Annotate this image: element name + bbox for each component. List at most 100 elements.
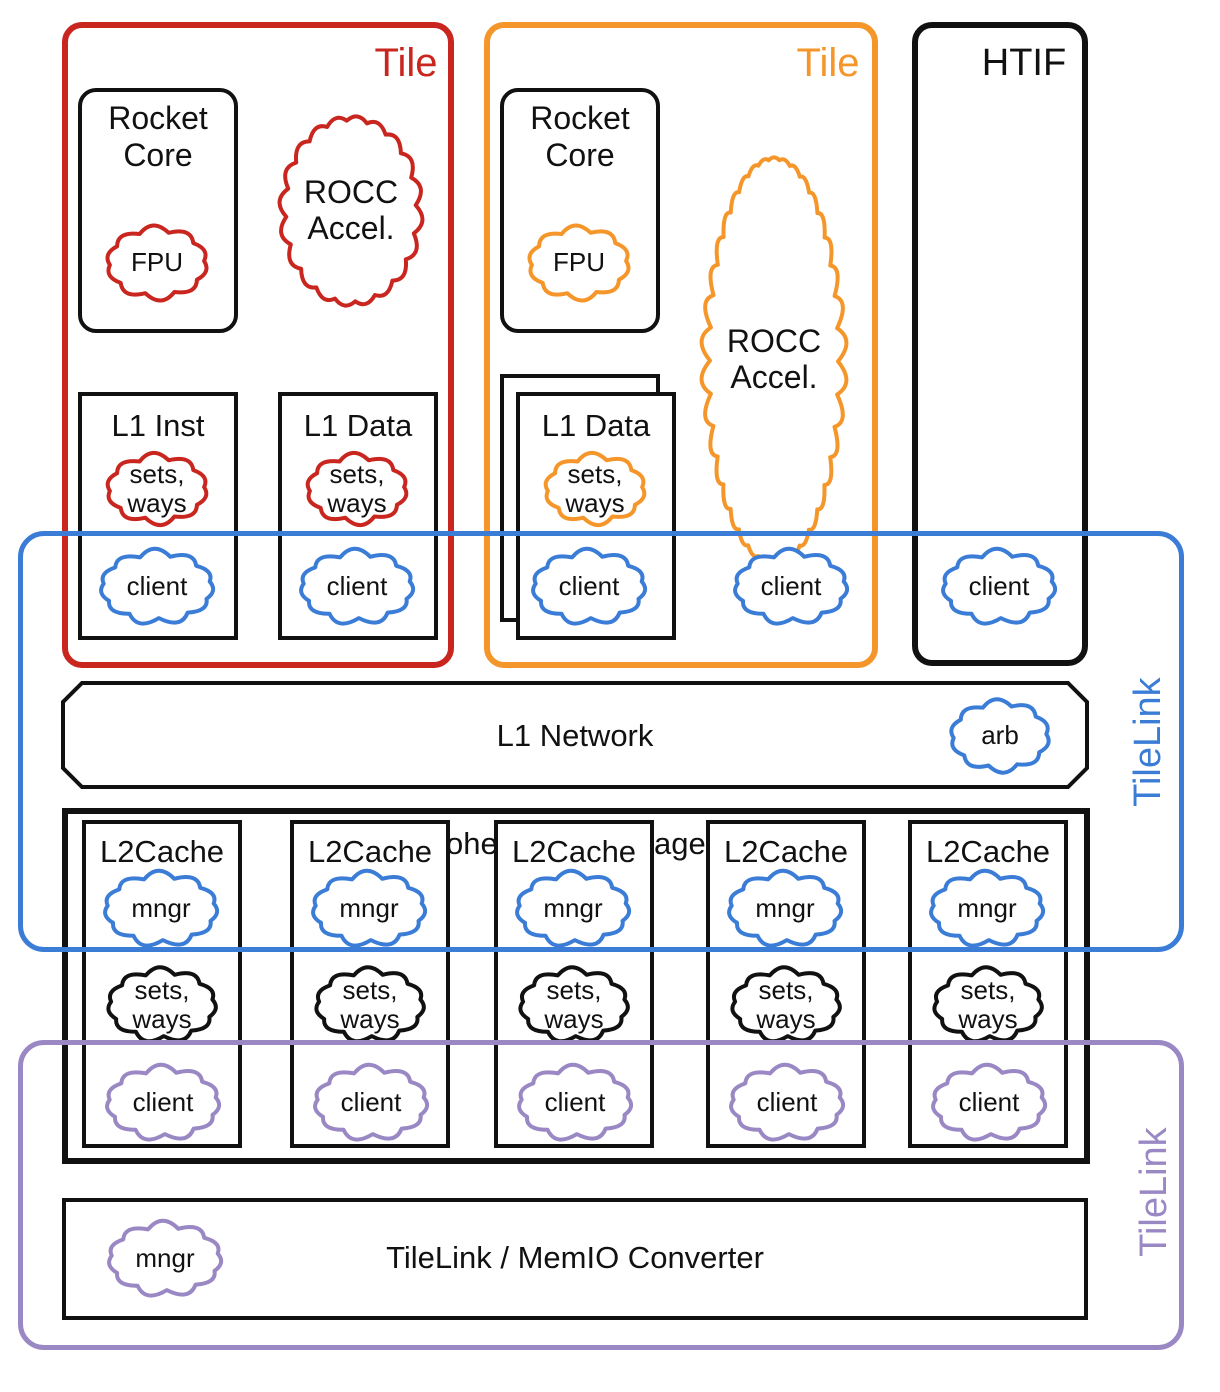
rocc-accel-red-cloud: ROCC Accel. (270, 92, 432, 330)
cloud-outline-path (527, 223, 631, 303)
cloud-outline (105, 450, 209, 528)
cloud-outline-path (727, 868, 844, 948)
cloud-outline (105, 223, 209, 303)
l2cache-bank-5-client-label: client (958, 1087, 1020, 1118)
l2cache-bank-2-client-label: client (340, 1087, 402, 1118)
rocc-accel-orange-label: ROCC Accel. (726, 323, 822, 395)
l2cache-bank-3-label: L2Cache (511, 834, 637, 869)
cloud-outline (277, 114, 425, 308)
cloud-outline-path (929, 868, 1046, 948)
cloud-outline (949, 697, 1051, 775)
l1-data-red-client-cloud: client (290, 546, 424, 628)
l2cache-bank-5-label: L2Cache (925, 834, 1051, 869)
l1-data-red-sets-ways-cloud: sets, ways (298, 450, 416, 528)
l2cache-bank-2-sets-ways-cloud: sets, ways (306, 964, 434, 1046)
cloud-outline-path (105, 450, 209, 528)
cloud-outline-path (729, 1062, 846, 1142)
l2cache-bank-2-sets-ways-label: sets, ways (340, 974, 400, 1034)
l1-data-orange-sets-ways-label: sets, ways (565, 458, 625, 518)
tilelink-upper-region (18, 531, 1184, 952)
l2cache-bank-5-sets-ways-cloud: sets, ways (924, 964, 1052, 1046)
rocket-core-orange (500, 88, 660, 333)
fpu-orange-cloud: FPU (520, 222, 638, 304)
tilelink-upper-label: TileLink (1127, 677, 1170, 807)
l2cache-bank-5-sets-ways-label: sets, ways (958, 974, 1018, 1034)
l2cache-bank-3-sets-ways-label: sets, ways (544, 974, 604, 1034)
rocket-core-orange-label: Rocket Core (530, 100, 630, 173)
l1-data-orange-label: L1 Data (541, 408, 651, 443)
converter-mngr-cloud: mngr (98, 1218, 232, 1300)
cloud-outline-path (949, 697, 1051, 775)
l1-data-red-sets-ways-label: sets, ways (327, 458, 387, 518)
l2cache-bank-3-client-label: client (544, 1087, 606, 1118)
l2cache-bank-5-mngr-label: mngr (957, 893, 1017, 924)
l1-data-red-client-label: client (326, 571, 388, 602)
rocc-accel-orange-cloud: ROCC Accel. (694, 96, 854, 626)
cloud-outline-path (733, 546, 850, 626)
rocc-orange-client-cloud: client (724, 546, 858, 628)
cloud-outline (515, 868, 632, 948)
htif-title: HTIF (981, 42, 1067, 84)
cloud-outline (941, 546, 1058, 626)
l1-data-red-box (278, 392, 438, 640)
htif-box (912, 22, 1088, 666)
l2cache-bank-3-mngr-label: mngr (543, 893, 603, 924)
cloud-outline (99, 546, 216, 626)
cloud-outline-path (531, 546, 648, 626)
cloud-outline-path (103, 868, 220, 948)
l2cache-bank-3-sets-ways-cloud: sets, ways (510, 964, 638, 1046)
cloud-outline (305, 450, 409, 528)
tile-red-title: Tile (374, 41, 438, 85)
l1-network-label: L1 Network (496, 718, 654, 753)
htif-client-label: client (968, 571, 1030, 602)
l1-inst-sets-ways-cloud: sets, ways (98, 450, 216, 528)
cloud-outline-path (107, 1218, 224, 1298)
l2cache-bank-1-mngr-label: mngr (131, 893, 191, 924)
tilelink-lower-region (18, 1040, 1184, 1350)
l2cache-bank-1-client-label: client (132, 1087, 194, 1118)
cloud-outline (727, 868, 844, 948)
l2cache-bank-4-sets-ways-cloud: sets, ways (722, 964, 850, 1046)
cloud-outline (733, 546, 850, 626)
l1-inst-sets-ways-label: sets, ways (127, 458, 187, 518)
cloud-outline-path (931, 1062, 1048, 1142)
cloud-outline (527, 223, 631, 303)
l2cache-bank-5-client-cloud: client (922, 1062, 1056, 1144)
cloud-outline-path (941, 546, 1058, 626)
tile-orange-title: Tile (796, 41, 860, 85)
cloud-outline-path (517, 1062, 634, 1142)
cloud-outline-path (299, 546, 416, 626)
cloud-outline (107, 1218, 224, 1298)
l2cache-bank-3-client-cloud: client (508, 1062, 642, 1144)
l2cache-bank-5-mngr-cloud: mngr (920, 868, 1054, 950)
l1-data-orange-sets-ways-cloud: sets, ways (536, 450, 654, 528)
cloud-outline-path (515, 868, 632, 948)
cloud-outline (105, 1062, 222, 1142)
l2cache-bank-4-client-label: client (756, 1087, 818, 1118)
l1-data-orange-box (516, 392, 676, 640)
cloud-outline-path (311, 868, 428, 948)
rocc-accel-red-label: ROCC Accel. (303, 174, 399, 246)
rocket-core-red-label: Rocket Core (108, 100, 208, 173)
converter-mngr-label: mngr (135, 1243, 195, 1274)
cloud-outline-path (105, 1062, 222, 1142)
coherence-partial-left: ohe (446, 826, 498, 861)
memio-converter-label: TileLink / MemIO Converter (386, 1240, 764, 1275)
l1-network-arb-cloud: arb (942, 696, 1058, 776)
cloud-outline-path (313, 1062, 430, 1142)
cloud-outline-path (305, 450, 409, 528)
l1-inst-client-cloud: client (90, 546, 224, 628)
l2cache-bank-4-client-cloud: client (720, 1062, 854, 1144)
cloud-outline (313, 1062, 430, 1142)
tilelink-lower-label: TileLink (1133, 1127, 1176, 1257)
cloud-outline (729, 1062, 846, 1142)
cloud-outline-path (543, 450, 647, 528)
l2cache-bank-1-mngr-cloud: mngr (94, 868, 228, 950)
fpu-red-cloud: FPU (98, 222, 216, 304)
cloud-outline (103, 868, 220, 948)
l2cache-bank-1-sets-ways-label: sets, ways (132, 974, 192, 1034)
memio-converter-box (62, 1198, 1088, 1320)
l1-network-shape (61, 681, 1089, 789)
rocket-core-red (78, 88, 238, 333)
l1-data-red-label: L1 Data (303, 408, 413, 443)
